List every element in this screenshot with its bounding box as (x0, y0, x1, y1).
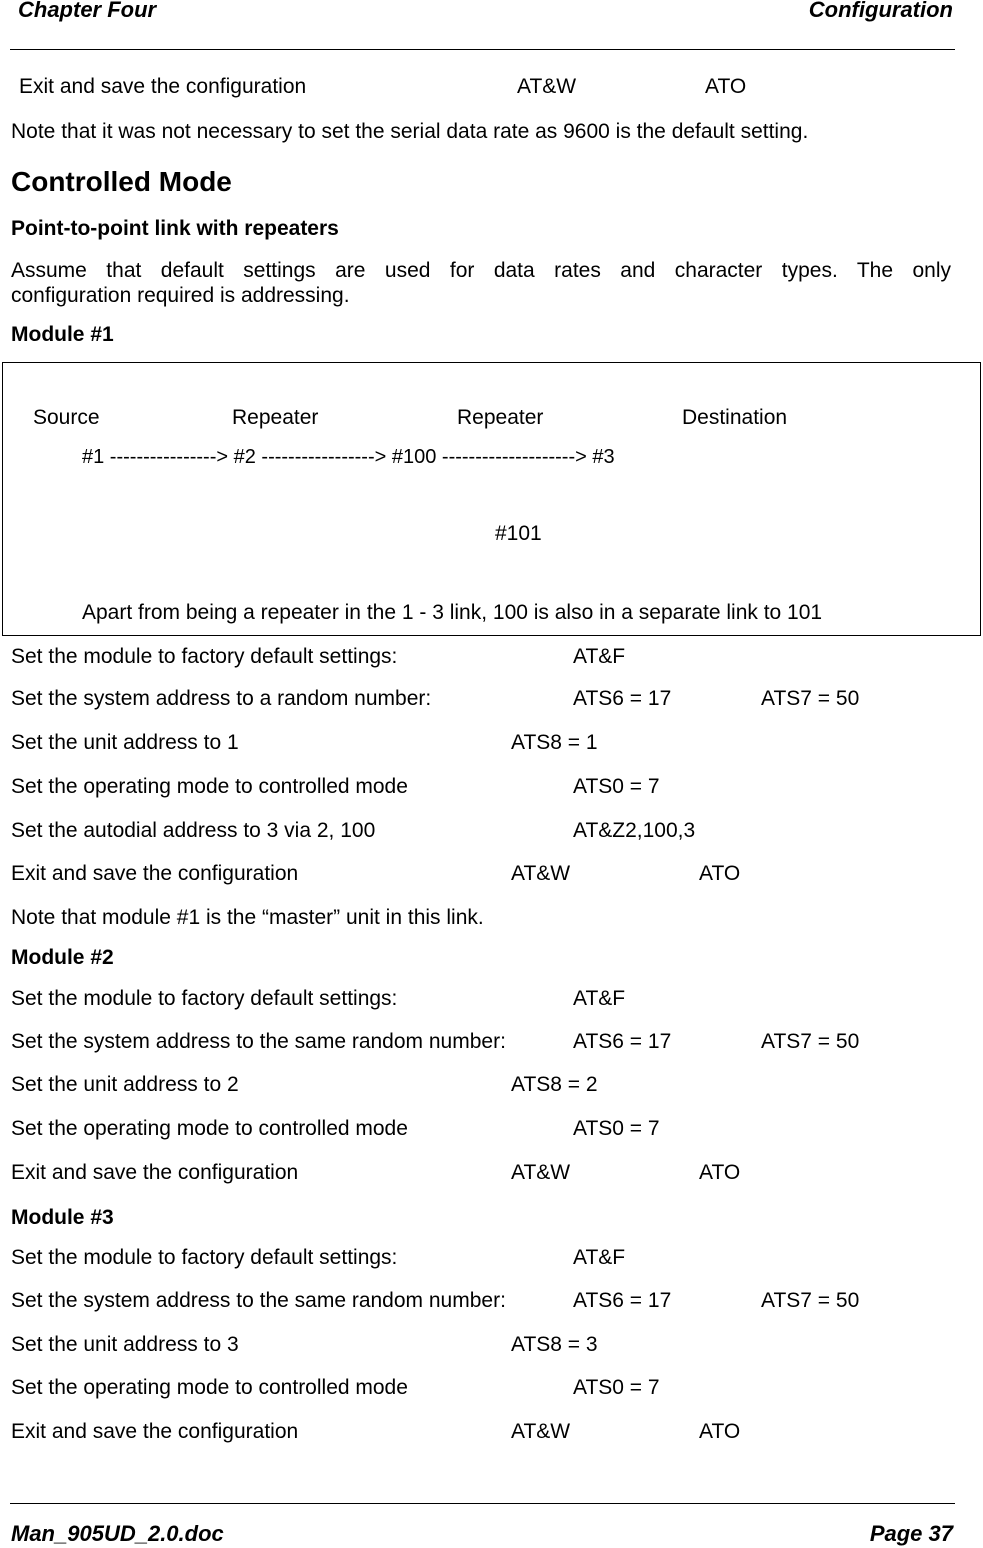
heading-controlled-mode: Controlled Mode (11, 166, 232, 197)
m2-row-2-cmd-2: ATS7 = 50 (761, 1030, 860, 1053)
assumption-line-2: configuration required is addressing. (11, 284, 350, 307)
module-2-title: Module #2 (11, 946, 114, 969)
diagram-label-repeater-1: Repeater (232, 406, 319, 429)
m1-row-3-label: Set the unit address to 1 (11, 731, 239, 754)
link-diagram (2, 362, 981, 636)
diagram-label-repeater-2: Repeater (457, 406, 544, 429)
diagram-label-source: Source (33, 406, 100, 429)
m2-row-5-label: Exit and save the configuration (11, 1161, 299, 1184)
m1-row-2-cmd-2: ATS7 = 50 (761, 687, 860, 710)
header-rule (10, 49, 955, 50)
exit-save-cmd-write: AT&W (517, 75, 577, 98)
m3-row-2-label: Set the system address to the same rando… (11, 1289, 506, 1312)
footer-doc-name: Man_905UD_2.0.doc (11, 1521, 224, 1546)
m1-row-1-label: Set the module to factory default settin… (11, 645, 398, 668)
module-1-title: Module #1 (11, 323, 114, 346)
m2-row-4-cmd: ATS0 = 7 (573, 1117, 660, 1140)
m1-row-6-label: Exit and save the configuration (11, 862, 299, 885)
m3-row-1-label: Set the module to factory default settin… (11, 1246, 398, 1269)
m2-row-3-label: Set the unit address to 2 (11, 1073, 239, 1096)
note-serial-rate: Note that it was not necessary to set th… (11, 120, 809, 143)
m3-row-5-cmd-2: ATO (699, 1420, 741, 1443)
diagram-caption: Apart from being a repeater in the 1 - 3… (82, 601, 823, 624)
m1-row-6-cmd-2: ATO (699, 862, 741, 885)
m3-row-4-cmd: ATS0 = 7 (573, 1376, 660, 1399)
m2-row-1-label: Set the module to factory default settin… (11, 987, 398, 1010)
m3-row-2-cmd-2: ATS7 = 50 (761, 1289, 860, 1312)
m1-row-2-label: Set the system address to a random numbe… (11, 687, 432, 710)
m3-row-5-cmd: AT&W (511, 1420, 571, 1443)
m2-row-4-label: Set the operating mode to controlled mod… (11, 1117, 408, 1140)
diagram-chain: #1 ----------------> #2 ----------------… (82, 446, 615, 468)
m2-row-5-cmd-2: ATO (699, 1161, 741, 1184)
diagram-label-destination: Destination (682, 406, 788, 429)
assumption-paragraph: Assume that default settings are used fo… (11, 258, 951, 308)
m1-row-4-cmd: ATS0 = 7 (573, 775, 660, 798)
m3-row-3-cmd: ATS8 = 3 (511, 1333, 598, 1356)
m1-row-5-label: Set the autodial address to 3 via 2, 100 (11, 819, 376, 842)
m3-row-5-label: Exit and save the configuration (11, 1420, 299, 1443)
m1-row-5-cmd: AT&Z2,100,3 (573, 819, 696, 842)
footer-rule (10, 1503, 955, 1504)
module-3-title: Module #3 (11, 1206, 114, 1229)
chapter-title: Chapter Four (18, 0, 157, 22)
section-title: Configuration (808, 0, 953, 22)
subheading-point-to-point: Point-to-point link with repeaters (11, 217, 339, 240)
assumption-line-1: Assume that default settings are used fo… (11, 259, 951, 282)
m2-row-5-cmd: AT&W (511, 1161, 571, 1184)
m2-row-2-cmd: ATS6 = 17 (573, 1030, 672, 1053)
m2-row-1-cmd: AT&F (573, 987, 626, 1010)
m1-row-3-cmd: ATS8 = 1 (511, 731, 598, 754)
m1-row-1-cmd: AT&F (573, 645, 626, 668)
m2-row-3-cmd: ATS8 = 2 (511, 1073, 598, 1096)
m2-row-2-label: Set the system address to the same rando… (11, 1030, 506, 1053)
exit-save-label: Exit and save the configuration (19, 75, 307, 98)
m1-note-master: Note that module #1 is the “master” unit… (11, 906, 484, 929)
m3-row-4-label: Set the operating mode to controlled mod… (11, 1376, 408, 1399)
m1-row-2-cmd: ATS6 = 17 (573, 687, 672, 710)
m1-row-4-label: Set the operating mode to controlled mod… (11, 775, 408, 798)
m3-row-1-cmd: AT&F (573, 1246, 626, 1269)
exit-save-cmd-online: ATO (705, 75, 747, 98)
m3-row-3-label: Set the unit address to 3 (11, 1333, 239, 1356)
footer-page-number: Page 37 (869, 1521, 953, 1546)
diagram-branch-node: #101 (495, 522, 542, 545)
m3-row-2-cmd: ATS6 = 17 (573, 1289, 672, 1312)
m1-row-6-cmd: AT&W (511, 862, 571, 885)
